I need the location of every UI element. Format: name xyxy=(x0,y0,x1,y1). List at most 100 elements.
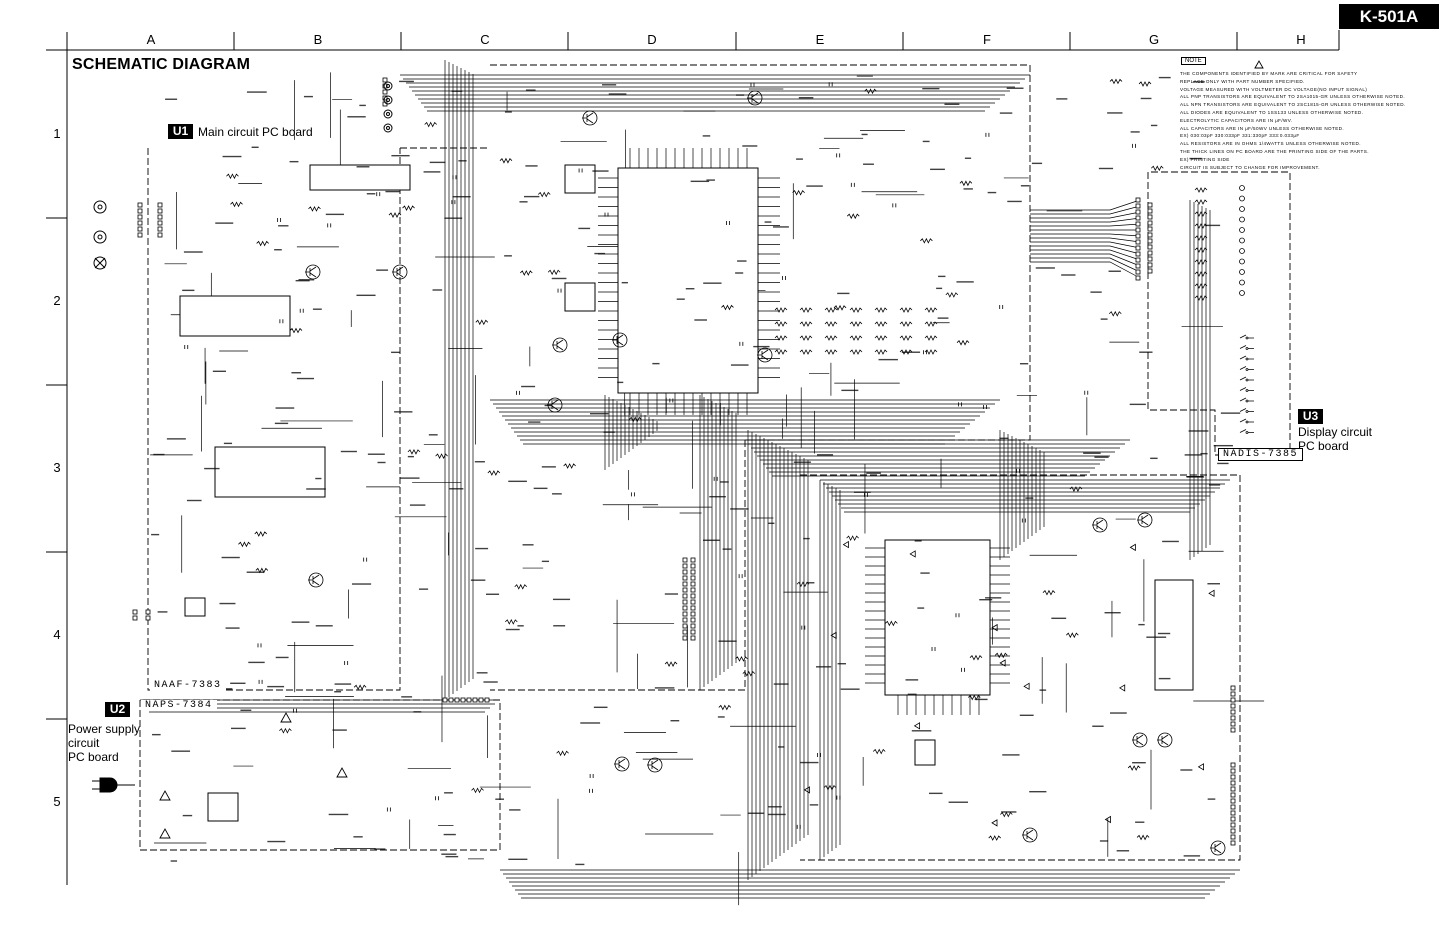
part-label xyxy=(278,225,289,227)
connector-pin xyxy=(1230,786,1236,792)
resistor xyxy=(1042,589,1056,596)
resistor xyxy=(846,535,859,542)
wire xyxy=(1030,211,1141,219)
part-label xyxy=(1139,351,1153,353)
wire xyxy=(1030,205,1141,215)
capacitor xyxy=(801,625,806,630)
resistor xyxy=(864,88,877,95)
resistor xyxy=(924,321,938,327)
part-label xyxy=(773,683,789,685)
connector-pin xyxy=(1135,227,1141,233)
warning-triangle-icon xyxy=(280,712,292,723)
part-label xyxy=(1092,725,1104,727)
resistor xyxy=(956,339,970,346)
u3-board-name: NADIS-7385 xyxy=(1218,448,1304,461)
part-label xyxy=(351,583,372,585)
part-label xyxy=(1061,274,1076,276)
part-label xyxy=(517,625,524,627)
transistor-leads xyxy=(582,112,594,124)
part-label xyxy=(837,663,847,665)
part-label xyxy=(863,163,874,165)
resistor xyxy=(499,157,513,164)
warning-triangle-icon xyxy=(159,790,171,801)
connector-pin xyxy=(690,611,696,617)
capacitor xyxy=(630,492,635,497)
resistor xyxy=(969,654,983,661)
capacitor xyxy=(713,476,718,481)
connector-pin xyxy=(690,617,696,623)
part-label xyxy=(974,698,988,701)
part-label xyxy=(930,168,945,171)
transformer-t901 xyxy=(207,792,239,822)
ic-l401 xyxy=(184,597,206,617)
part-label xyxy=(694,319,707,321)
connector-pin xyxy=(1147,256,1153,262)
part-label xyxy=(385,190,400,193)
part-label xyxy=(1207,583,1220,585)
connector-pin xyxy=(682,557,688,563)
connector-pin xyxy=(1230,703,1236,709)
u3-board-outline xyxy=(1147,171,1291,456)
part-label xyxy=(907,693,917,695)
connector-pin xyxy=(145,609,151,615)
part-label xyxy=(1192,81,1205,83)
capacitor xyxy=(184,344,189,349)
connector-pin xyxy=(1135,233,1141,239)
column-label: B xyxy=(313,32,323,47)
resistor xyxy=(279,727,292,734)
part-label xyxy=(182,289,195,292)
part-label xyxy=(690,180,710,183)
part-label xyxy=(476,672,488,674)
part-label xyxy=(1025,497,1034,499)
switch-contact xyxy=(1245,399,1249,403)
connector-pin xyxy=(1135,269,1141,275)
note-line: THE COMPONENTS IDENTIFIED BY MARK ARE CR… xyxy=(1180,71,1358,76)
part-label xyxy=(407,455,414,458)
part-label xyxy=(418,588,429,590)
part-label xyxy=(664,593,679,595)
capacitor xyxy=(589,773,594,778)
part-label xyxy=(1138,623,1145,626)
led xyxy=(1239,290,1245,296)
part-label xyxy=(332,729,347,731)
part-label xyxy=(1002,754,1020,756)
resistor xyxy=(1066,632,1079,639)
connector-pin xyxy=(478,697,484,703)
capacitor xyxy=(739,341,744,346)
part-label xyxy=(1207,798,1216,800)
connector-pin xyxy=(1230,727,1236,733)
connector-pin xyxy=(1147,250,1153,256)
resistor xyxy=(959,180,973,187)
part-label xyxy=(911,730,932,732)
row-label: 1 xyxy=(53,126,61,141)
part-label xyxy=(1200,452,1208,455)
part-label xyxy=(1209,484,1221,486)
connector-pin xyxy=(690,581,696,587)
part-label xyxy=(621,281,628,284)
wire xyxy=(1030,253,1141,267)
part-label xyxy=(1188,430,1209,432)
part-label xyxy=(240,709,252,711)
capacitor xyxy=(931,647,936,652)
part-label xyxy=(1099,840,1109,842)
column-label: D xyxy=(647,32,657,47)
connector-pin xyxy=(1147,262,1153,268)
switch-contact xyxy=(1245,420,1249,424)
capacitor xyxy=(279,319,284,324)
capacitor xyxy=(828,82,833,87)
wire xyxy=(1030,261,1141,279)
part-label xyxy=(793,461,811,463)
part-label xyxy=(212,370,226,373)
part-label xyxy=(525,89,536,91)
part-label xyxy=(737,260,747,262)
led xyxy=(1239,258,1245,265)
connector-pin xyxy=(1230,810,1236,816)
connector-pin xyxy=(690,605,696,611)
part-label xyxy=(289,160,299,163)
switch-contact xyxy=(1245,336,1249,340)
connector-pin xyxy=(484,697,490,703)
part-label xyxy=(246,571,265,573)
connector-pin xyxy=(1230,691,1236,697)
connector-pin xyxy=(1135,275,1141,281)
connector-pin xyxy=(1147,208,1153,214)
